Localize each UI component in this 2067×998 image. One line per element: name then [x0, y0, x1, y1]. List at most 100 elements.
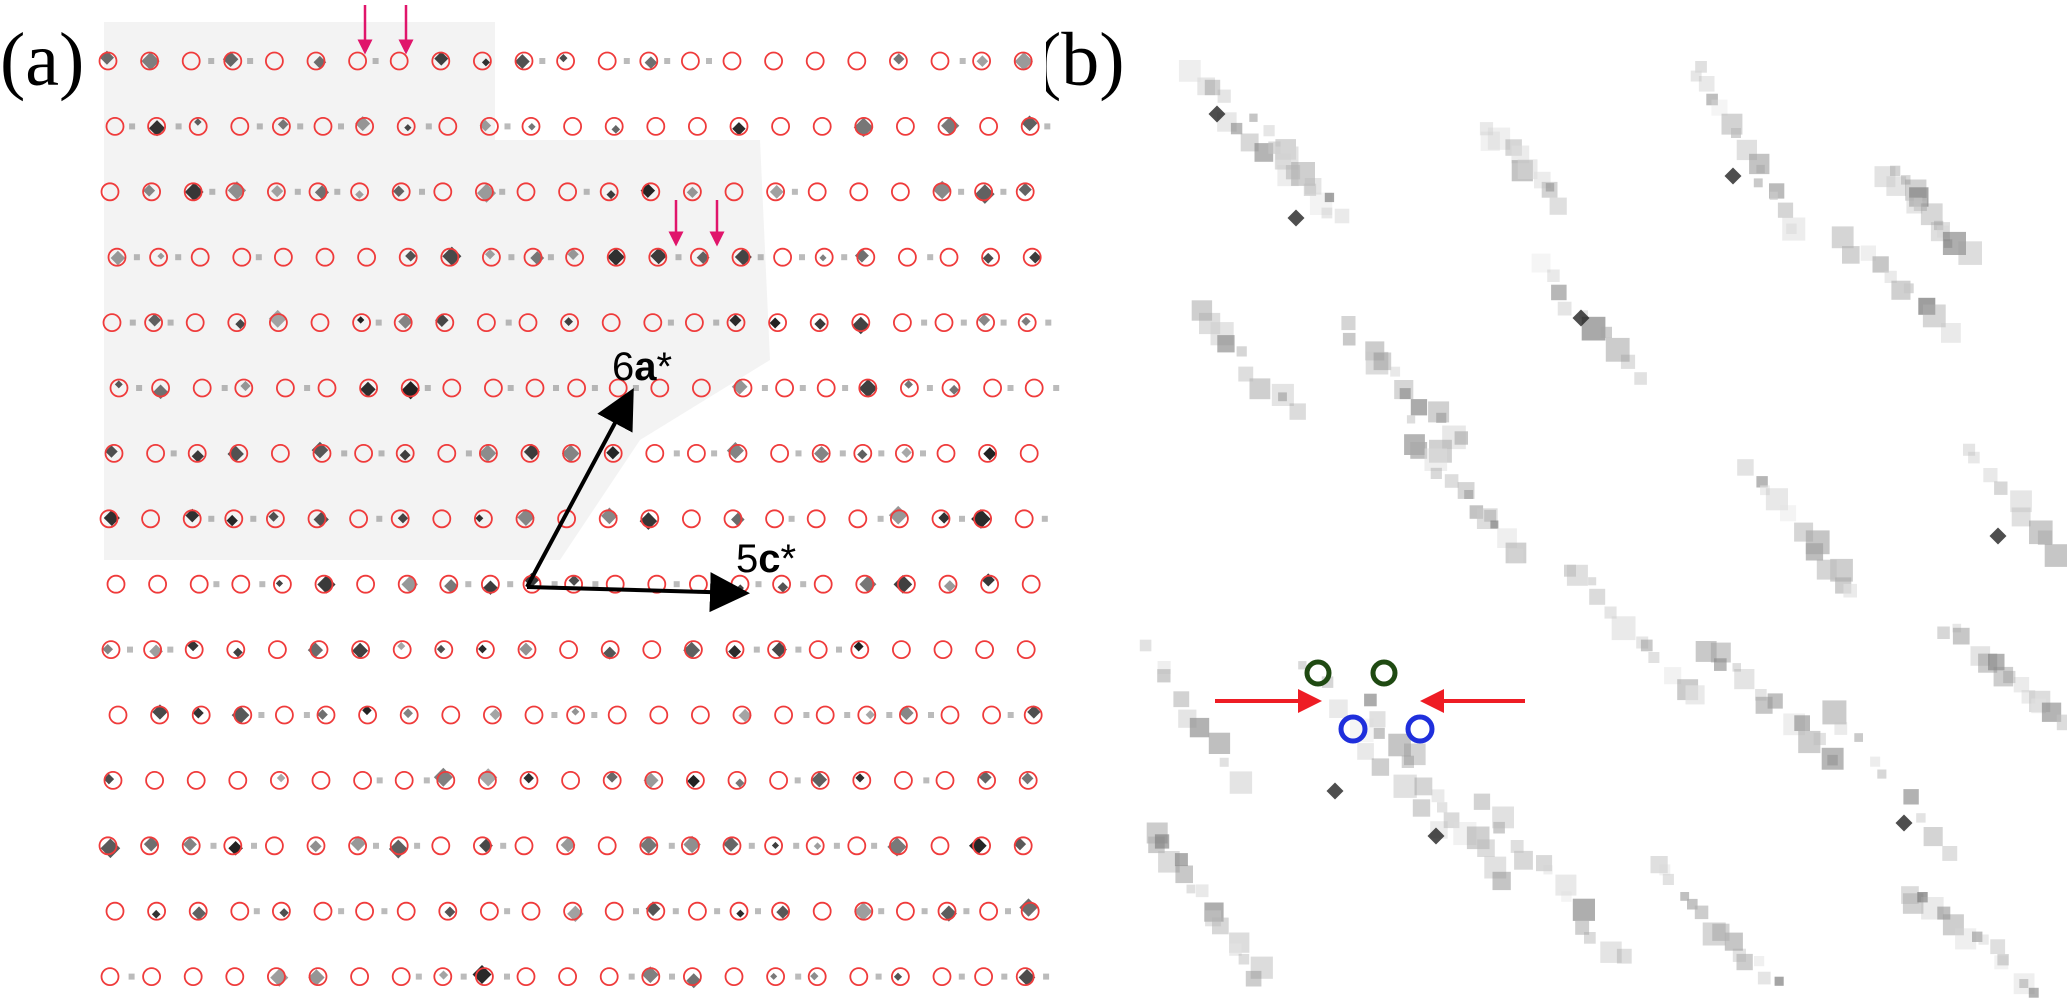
satellite-spot	[256, 123, 263, 130]
satellite-spot	[167, 646, 174, 653]
satellite-spot	[788, 515, 795, 522]
vector-c-star-arrow	[526, 572, 750, 613]
lattice-circle	[516, 182, 536, 202]
lattice-circle	[224, 509, 244, 529]
lattice-circle	[268, 313, 288, 333]
lattice-circle	[640, 509, 660, 529]
satellite-spot	[628, 973, 635, 980]
lattice-circle	[523, 247, 543, 267]
satellite-spot	[507, 581, 514, 588]
lattice-circle	[142, 182, 162, 202]
lattice-circle	[604, 117, 624, 136]
streak-pixel	[1774, 976, 1784, 986]
lattice-circle	[849, 967, 869, 986]
lattice-circle	[264, 836, 284, 856]
diffraction-spot	[268, 511, 279, 522]
blue-circle-right	[1405, 714, 1435, 744]
streak-pixel	[1662, 873, 1674, 885]
streak-pixel	[1139, 639, 1152, 652]
diffraction-spot	[810, 972, 819, 981]
diffraction-spot	[607, 248, 625, 266]
streak-pixel	[1920, 203, 1943, 226]
lattice-circle	[431, 836, 451, 856]
satellite-spot	[923, 777, 930, 784]
satellite-spot	[376, 777, 383, 784]
streak-pixel	[1714, 658, 1727, 671]
lattice-circle	[442, 378, 462, 398]
streak-pixel	[1903, 789, 1919, 805]
lattice-circle	[234, 378, 254, 398]
lattice-circle	[356, 574, 376, 594]
satellite-spot	[208, 515, 215, 522]
streak-pixel	[1983, 468, 1998, 483]
satellite-spot	[714, 908, 721, 915]
lattice-circle	[775, 378, 794, 398]
diffraction-spot	[811, 771, 828, 788]
lattice-circle	[395, 443, 415, 463]
lattice-circle	[272, 574, 292, 594]
lattice-circle	[729, 901, 749, 921]
lattice-circle	[353, 771, 373, 790]
satellite-spot	[129, 123, 136, 130]
satellite-spot	[504, 973, 510, 980]
streak-pixel	[1404, 743, 1426, 766]
lattice-circle	[191, 705, 211, 725]
lattice-circle	[732, 705, 752, 725]
lattice-circle	[225, 967, 245, 986]
lattice-circle	[643, 313, 663, 333]
streak-pixel	[1566, 564, 1588, 586]
streak-pixel	[1229, 943, 1242, 956]
diffraction-spots-a	[99, 50, 1060, 989]
streak-pixel	[1373, 352, 1392, 371]
lattice-circle	[773, 247, 792, 267]
lattice-circle	[269, 771, 289, 790]
lattice-circle	[472, 51, 492, 71]
satellite-spot	[928, 712, 934, 718]
streak-pixel	[1955, 928, 1977, 950]
satellite-spot	[963, 908, 970, 915]
streak-pixel	[1581, 316, 1606, 341]
streak-pixel	[1410, 442, 1428, 459]
streak-pixel	[1794, 715, 1810, 731]
lattice-circle	[307, 509, 327, 529]
lattice-circle	[603, 443, 623, 463]
satellite-spot	[878, 450, 885, 457]
streak-pixel	[1531, 253, 1551, 273]
lattice-circle	[1022, 247, 1042, 267]
lattice-circle	[766, 967, 785, 986]
lattice-circle	[848, 509, 868, 529]
streak-pixel	[1390, 366, 1401, 377]
lattice-circle	[597, 836, 617, 856]
satellite-spot	[591, 385, 598, 391]
lattice-circle	[854, 901, 874, 921]
lattice-circle	[973, 509, 992, 529]
satellite-spot	[210, 842, 217, 849]
lattice-circle	[1019, 443, 1039, 463]
streak-pixel	[1238, 953, 1250, 965]
lattice-circle	[518, 313, 538, 333]
lattice-circle	[1017, 313, 1037, 333]
satellite-spot	[795, 973, 802, 980]
lattice-circle	[937, 117, 957, 136]
lattice-circle	[441, 705, 461, 725]
lattice-circle	[514, 51, 534, 71]
streak-pixel	[1410, 399, 1428, 416]
lattice-circle	[397, 574, 417, 594]
lattice-circle	[521, 117, 541, 136]
lattice-circle	[103, 771, 123, 790]
lattice-circle	[230, 901, 250, 921]
streak-pixel	[1173, 691, 1190, 708]
lattice-circle	[898, 247, 917, 267]
satellite-spot	[1001, 973, 1008, 980]
lattice-circle	[982, 705, 1001, 725]
lattice-circle	[683, 182, 702, 202]
satellite-spot	[465, 581, 472, 588]
streak-pixel	[1473, 793, 1491, 810]
diffraction-spot	[478, 644, 487, 654]
streak-pixel	[1324, 192, 1335, 203]
streak-pixel	[1174, 853, 1188, 867]
lattice-circle	[147, 901, 167, 921]
diffraction-spot	[271, 185, 284, 198]
green-circle-left	[1304, 659, 1332, 687]
streak-pixel	[1942, 914, 1964, 936]
